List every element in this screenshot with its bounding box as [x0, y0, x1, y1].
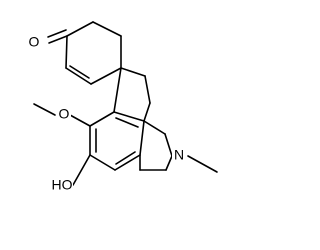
bond: [139, 120, 145, 156]
methoxy-bond: [69, 114, 91, 127]
hydroxyl-label: HO: [52, 177, 73, 193]
aromatic-inner-bond: [115, 151, 136, 165]
aromatic-inner-bond: [115, 117, 139, 128]
bond: [143, 102, 151, 122]
cyclohexenone-ring: [47, 21, 122, 85]
piperidine-ring: [139, 120, 173, 171]
bond: [143, 120, 166, 135]
hydroxyl-bond: [72, 154, 91, 186]
double-bond-inner: [69, 65, 90, 79]
bond: [114, 154, 141, 171]
nitrogen-label: N: [174, 147, 184, 163]
benzene-ring: [89, 111, 145, 171]
bond: [144, 75, 151, 104]
label-background: [27, 35, 41, 51]
n-methyl-bond: [187, 155, 218, 173]
carbonyl-double-bond: [47, 29, 67, 38]
methoxy-bond: [33, 103, 56, 116]
bond: [66, 21, 94, 37]
bond: [113, 67, 122, 113]
bond: [164, 133, 173, 157]
bond: [113, 111, 145, 122]
label-background: [172, 148, 186, 164]
label-background: [51, 178, 73, 194]
bond: [65, 35, 68, 69]
bond: [89, 111, 115, 127]
methoxy-oxygen-label: O: [59, 106, 70, 122]
bond: [90, 67, 122, 85]
bond: [92, 21, 122, 37]
label-background: [57, 107, 71, 123]
bond: [48, 35, 68, 44]
carbonyl-oxygen-label: O: [29, 34, 40, 50]
bond: [120, 67, 146, 77]
chemical-structure-diagram: O O HO N: [27, 21, 218, 194]
bond: [165, 155, 173, 171]
bond: [89, 154, 116, 171]
bond: [65, 67, 92, 85]
cyclopentane-ring: [113, 67, 151, 122]
